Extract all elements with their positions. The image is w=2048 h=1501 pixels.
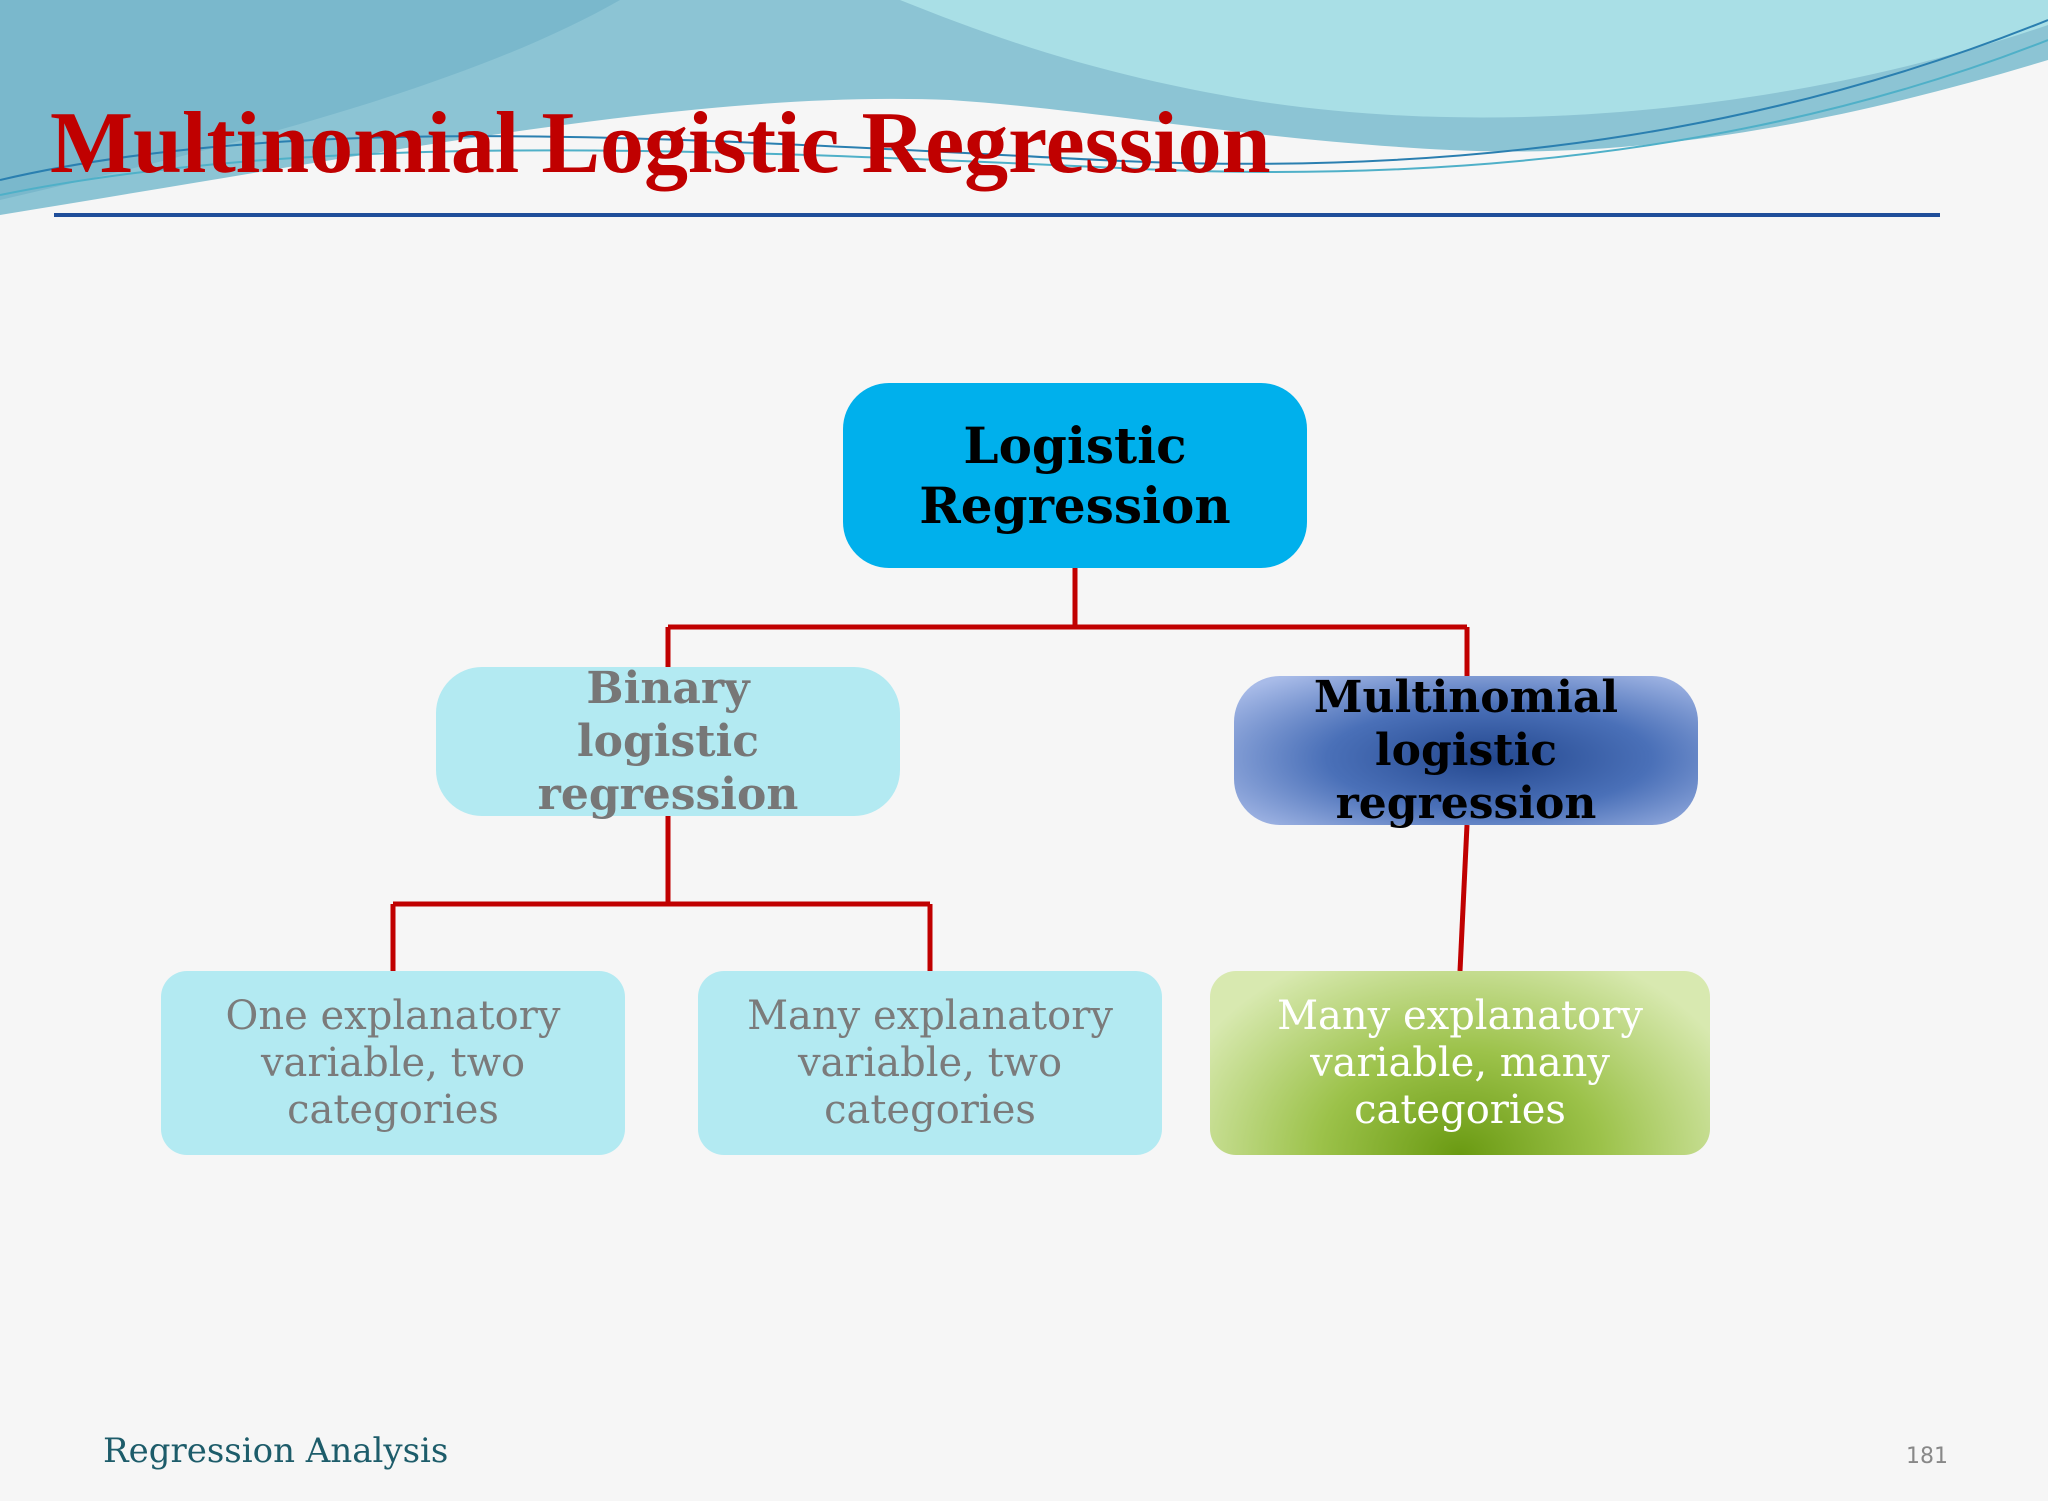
node-label-line: categories [1354, 1086, 1566, 1133]
title-underline [54, 213, 1940, 217]
node-label-line: Regression [919, 475, 1231, 535]
node-label-line: Many explanatory [1277, 992, 1643, 1039]
node-label-line: One explanatory [225, 992, 561, 1039]
connector-binary-to-leaves [390, 816, 933, 971]
node-label-line: Logistic [963, 415, 1187, 475]
node-one-explanatory-two-categories: One explanatory variable, two categories [161, 971, 625, 1155]
node-label-line: variable, two [797, 1039, 1063, 1086]
node-logistic-regression: Logistic Regression [843, 383, 1307, 568]
slide-title: Multinomial Logistic Regression [50, 95, 1271, 192]
footer-label: Regression Analysis [103, 1431, 449, 1471]
node-label-line: categories [287, 1086, 499, 1133]
header-wave-decoration [0, 0, 2048, 215]
node-label-line: Binary [586, 663, 750, 714]
node-label-line: Multinomial [1313, 672, 1619, 723]
connector-root-to-branches [665, 568, 1470, 676]
node-many-explanatory-two-categories: Many explanatory variable, two categorie… [698, 971, 1162, 1155]
connector-multinomial-to-leaf [1457, 824, 1470, 972]
node-label-line: variable, many [1310, 1039, 1610, 1086]
node-label-line: regression [1335, 778, 1597, 829]
node-label-line: variable, two [260, 1039, 526, 1086]
node-label-line: Many explanatory [747, 992, 1113, 1039]
node-label-line: logistic [576, 716, 760, 767]
page-number: 181 [1906, 1444, 1948, 1469]
node-label-line: categories [824, 1086, 1036, 1133]
node-label-line: regression [537, 769, 799, 820]
node-many-explanatory-many-categories: Many explanatory variable, many categori… [1210, 971, 1710, 1155]
node-label-line: logistic [1374, 725, 1558, 776]
node-binary-logistic-regression: Binary logistic regression [436, 663, 900, 820]
node-multinomial-logistic-regression: Multinomial logistic regression [1234, 672, 1698, 829]
